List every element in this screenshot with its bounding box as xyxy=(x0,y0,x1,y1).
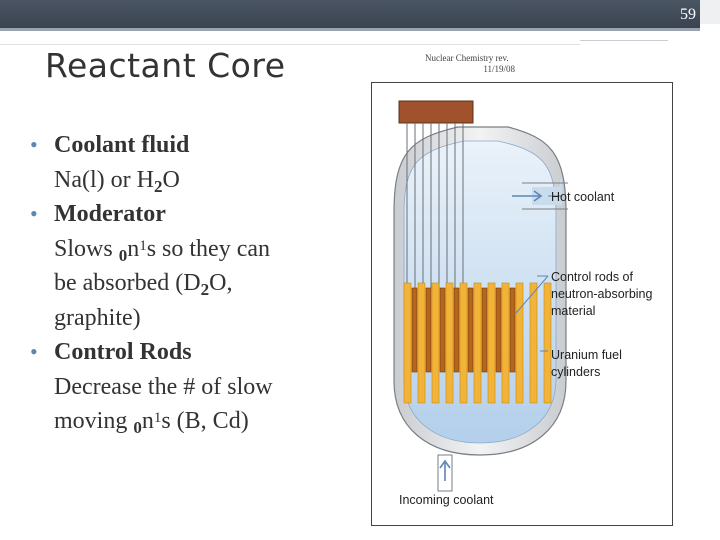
bullet-coolant: • Coolant fluid xyxy=(30,128,360,163)
bullet-text: moving xyxy=(54,408,134,434)
bullet-text: O xyxy=(162,166,180,193)
inlet-arrow-icon xyxy=(439,459,451,481)
slide-number: 59 xyxy=(680,6,696,23)
header-bar-dark xyxy=(0,0,700,28)
bullet-list: • Coolant fluid Na(l) or H2O • Moderator… xyxy=(30,128,360,439)
bullet-dot-icon: • xyxy=(30,201,38,226)
bullet-heading: Control Rods xyxy=(54,339,192,365)
bullet-body: moving 0n1s (B, Cd) xyxy=(30,404,360,439)
label-fuel-1: Uranium fuel xyxy=(551,348,622,362)
title-divider xyxy=(0,44,580,45)
bullet-text: s (B, Cd) xyxy=(161,408,249,434)
bullet-body: Decrease the # of slow xyxy=(54,373,273,400)
outlet-pipe xyxy=(532,179,562,205)
bullet-text: s so they can xyxy=(146,235,270,262)
slide-title: Reactant Core xyxy=(45,46,286,85)
subscript: 0 xyxy=(118,245,128,265)
note-line-2: 11/19/08 xyxy=(483,64,515,74)
title-divider-right xyxy=(580,40,668,41)
bullet-control-rods: • Control Rods xyxy=(30,335,360,370)
bullet-heading: Coolant fluid xyxy=(54,132,190,158)
bullet-body: Na(l) or H2O xyxy=(30,163,360,198)
bullet-text: O, xyxy=(209,270,233,296)
label-hot-coolant: Hot coolant xyxy=(551,190,615,204)
bullet-text: n xyxy=(141,408,154,434)
fuel-cylinders xyxy=(403,282,552,404)
subscript: 2 xyxy=(200,280,210,299)
label-incoming-coolant: Incoming coolant xyxy=(399,493,494,507)
control-rods xyxy=(411,287,516,373)
bullet-text: n xyxy=(127,235,140,262)
leader-lines xyxy=(515,195,562,352)
bullet-text: be absorbed (D xyxy=(54,270,201,296)
reactor-core-svg: Hot coolant Control rods of neutron-abso… xyxy=(393,100,653,507)
outlet-pipe-wall xyxy=(522,182,568,210)
bullet-dot-icon: • xyxy=(30,339,38,364)
header-bar-corner xyxy=(700,0,720,24)
superscript: 1 xyxy=(153,410,162,426)
bullet-text: Slows xyxy=(54,235,119,262)
header-bar xyxy=(0,0,720,32)
reactor-core-diagram: Hot coolant Control rods of neutron-abso… xyxy=(371,82,673,526)
bullet-body: be absorbed (D2O, xyxy=(30,266,360,301)
bullet-dot-icon: • xyxy=(30,132,38,157)
subscript: 2 xyxy=(153,176,163,196)
bullet-body: Slows 0n1s so they can xyxy=(30,232,360,267)
subscript: 0 xyxy=(133,418,142,437)
slide-note: Nuclear Chemistry rev. 11/19/08 xyxy=(425,53,515,75)
hot-coolant-arrow-icon xyxy=(512,190,543,202)
bullet-body: graphite) xyxy=(54,304,141,331)
bullet-moderator: • Moderator xyxy=(30,197,360,232)
note-line-1: Nuclear Chemistry rev. xyxy=(425,53,509,63)
bullet-text: Na(l) or H xyxy=(54,166,154,193)
control-rod-drive xyxy=(398,100,474,124)
label-fuel-2: cylinders xyxy=(551,365,600,379)
label-control-rods-1: Control rods of xyxy=(551,270,634,284)
bullet-heading: Moderator xyxy=(54,201,166,227)
label-control-rods-3: material xyxy=(551,304,595,318)
control-rod-wires xyxy=(406,123,464,288)
header-bar-accent xyxy=(0,28,700,31)
label-control-rods-2: neutron-absorbing xyxy=(551,287,653,301)
superscript: 1 xyxy=(139,237,147,254)
